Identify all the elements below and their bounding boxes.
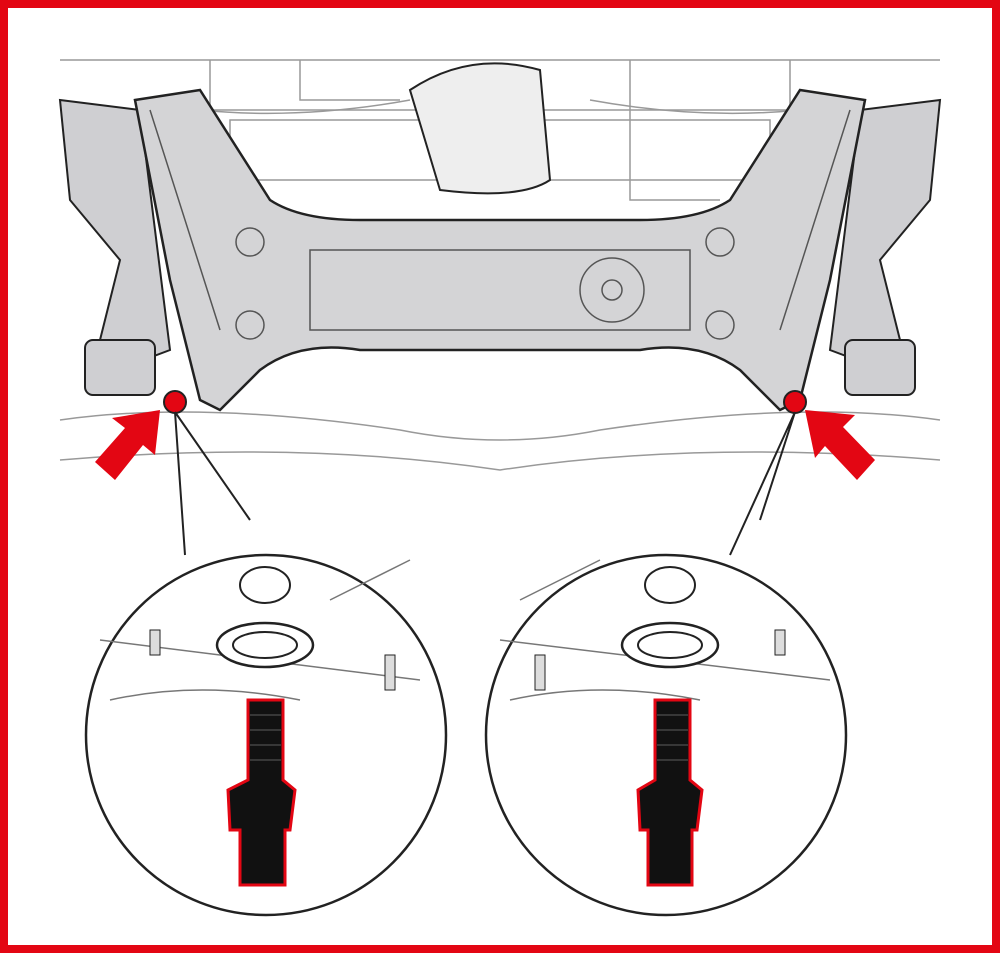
subframe-details: [149, 109, 851, 340]
right-mount-point: [783, 390, 807, 414]
callout-lines: [174, 411, 796, 556]
left-arrow-icon: [95, 410, 160, 480]
right-arrow-icon: [805, 410, 875, 480]
oil-pan: [408, 62, 552, 195]
left-alignment-pin: [226, 698, 297, 887]
left-mount-point: [163, 390, 187, 414]
right-alignment-pin: [636, 698, 704, 887]
control-arms: [58, 98, 942, 396]
pin-threads: [250, 714, 688, 761]
